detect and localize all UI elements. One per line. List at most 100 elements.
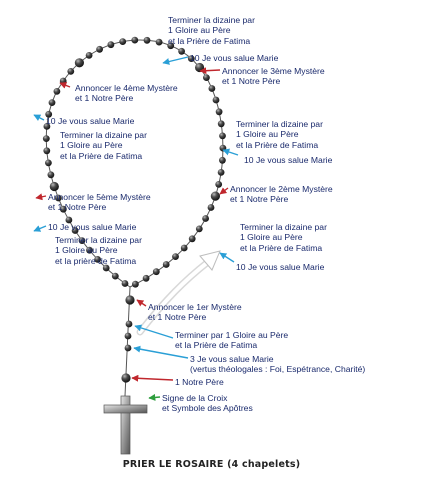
label-line: Terminer la dizaine par [60, 130, 147, 140]
beads [42, 36, 227, 383]
green-arrow [148, 393, 161, 401]
hail-mary-bead [207, 204, 215, 211]
hail-mary-bead [85, 52, 93, 59]
hail-mary-bead [125, 320, 133, 328]
label-line: 1 Notre Père [175, 377, 224, 387]
label-line: Annoncer le 4ème Mystère [75, 83, 178, 93]
label-line: (vertus théologales : Foi, Espétrance, C… [190, 364, 366, 375]
hail-mary-bead [142, 274, 150, 282]
label-line: Signe de la Croix [162, 393, 228, 403]
hail-mary-bead [107, 41, 115, 49]
hail-mary-bead [78, 237, 86, 245]
blue-arrow [162, 56, 189, 65]
red-arrow [199, 67, 221, 75]
hail-mary-bead [124, 344, 132, 352]
cross-vertical [120, 395, 131, 455]
hail-mary-bead [119, 38, 127, 45]
hail-mary-bead [86, 246, 93, 254]
hail-mary-bead [71, 227, 79, 234]
hail-mary-bead [94, 256, 101, 263]
blue-arrow [33, 225, 47, 232]
label-l08: 10 Je vous salue Marie [244, 155, 332, 165]
our-father-bead [210, 191, 220, 201]
label-l12: 10 Je vous salue Marie [48, 222, 136, 232]
label-l17: 3 Je vous salue Marie(vertus théologales… [190, 354, 365, 375]
crucifix [103, 395, 148, 455]
hail-mary-bead [152, 268, 160, 276]
blue-arrow [222, 148, 239, 156]
hail-mary-bead [162, 261, 170, 268]
blue-arrow [33, 114, 45, 121]
label-line: et la prière de Fatima [55, 255, 137, 266]
hail-mary-bead [65, 216, 73, 224]
label-line: Terminer par 1 Gloire au Père [175, 330, 289, 340]
hail-mary-bead [203, 74, 210, 81]
label-line: 1 Gloire au Père [60, 140, 123, 151]
hail-mary-bead [215, 181, 223, 188]
label-line: Terminer la dizaine par [168, 15, 255, 25]
hail-mary-bead [215, 108, 223, 116]
label-line: 10 Je vous salue Marie [190, 53, 279, 63]
blue-arrow [134, 324, 174, 339]
hail-mary-bead [96, 45, 103, 53]
hail-mary-bead [180, 244, 188, 252]
label-line: et 1 Notre Père [48, 202, 107, 213]
hail-mary-bead [212, 96, 220, 104]
hail-mary-bead [67, 68, 75, 75]
curved-white-arrow-inner [138, 260, 210, 334]
label-l05: 10 Je vous salue Marie [46, 116, 134, 126]
label-line: Annoncer le 1er Mystère [148, 302, 242, 312]
label-line: Annoncer le 3ème Mystère [222, 66, 325, 76]
label-line: et la Prière de Fatima [168, 35, 251, 46]
label-line: et la Prière de Fatima [175, 340, 258, 351]
label-line: Terminer la dizaine par [55, 235, 142, 245]
hail-mary-bead [102, 264, 110, 272]
hail-mary-bead [59, 205, 67, 213]
label-line: 1 Gloire au Père [240, 232, 303, 243]
label-line: et 1 Notre Père [75, 93, 134, 104]
label-line: 1 Gloire au Père [55, 245, 118, 256]
hail-mary-bead [124, 332, 132, 340]
label-line: Annoncer le 2ème Mystère [230, 184, 333, 194]
our-father-bead [121, 373, 131, 383]
hail-mary-bead [195, 225, 203, 233]
label-line: 10 Je vous salue Marie [48, 222, 137, 232]
hail-mary-bead [219, 156, 226, 164]
page-title: PRIER LE ROSAIRE (4 chapelets) [122, 459, 301, 470]
hail-mary-bead [208, 85, 216, 92]
hail-mary-bead [42, 135, 50, 143]
curved-white-arrow-head [199, 250, 221, 271]
hail-mary-bead [45, 110, 53, 118]
hail-mary-bead [45, 159, 52, 167]
label-line: et 1 Notre Père [222, 76, 281, 87]
hail-mary-bead [47, 171, 55, 179]
hail-mary-bead [55, 194, 62, 202]
label-line: Annoncer le 5ème Mystère [48, 192, 151, 202]
hail-mary-bead [172, 253, 179, 260]
label-line: 10 Je vous salue Marie [236, 262, 325, 272]
hail-mary-bead [155, 38, 163, 46]
hail-mary-bead [178, 47, 186, 55]
our-father-bead [74, 58, 84, 68]
label-line: et la Prière de Fatima [240, 242, 323, 253]
hail-mary-bead [131, 36, 139, 44]
label-line: et 1 Notre Père [230, 194, 289, 205]
our-father-bead [125, 295, 135, 305]
red-arrow [59, 82, 71, 89]
hail-mary-bead [219, 132, 226, 140]
label-line: et 1 Notre Père [148, 312, 207, 323]
